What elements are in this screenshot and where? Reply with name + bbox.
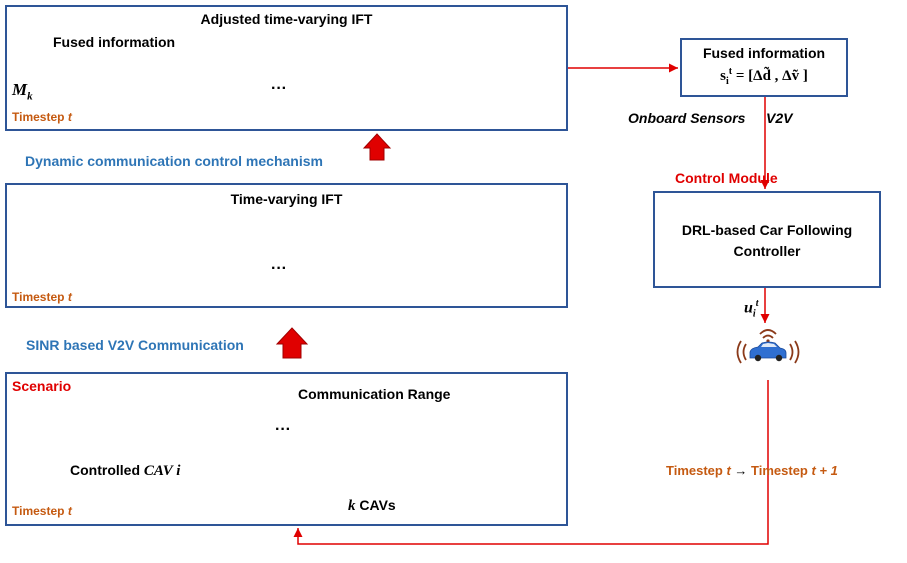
ellipsis-bottom: ··· (275, 421, 291, 438)
onboard-sensors-label: Onboard Sensors (628, 110, 746, 126)
action-symbol: uit (744, 298, 759, 320)
fused-information-box (680, 38, 848, 97)
timestep-transition-label: Timestep t → Timestep t + 1 (666, 463, 838, 478)
car-icon-controlled (736, 329, 800, 364)
timestep-label-mid: Timestep t (12, 290, 72, 304)
controller-line2: Controller (733, 243, 801, 259)
sinr-label: SINR based V2V Communication (26, 337, 244, 353)
fused-box-title: Fused information (702, 45, 826, 61)
scenario-label: Scenario (12, 378, 72, 394)
panel-scenario (5, 372, 568, 526)
k-cavs-label: k CAVs (348, 497, 396, 514)
feedback-loop-arrow (293, 380, 769, 545)
ellipsis-top: ··· (271, 80, 287, 97)
controller-box (653, 191, 881, 288)
controlled-cav-label: Controlled CAV i (70, 462, 181, 479)
controller-line1: DRL-based Car Following (681, 222, 853, 238)
timestep-label-top: Timestep t (12, 110, 72, 124)
panel-title-time-varying: Time-varying IFT (230, 191, 343, 207)
control-module-label: Control Module (675, 170, 778, 186)
up-arrow-icon-2 (275, 327, 309, 359)
input-symbol: Mk (12, 80, 33, 103)
ellipsis-mid: ··· (271, 260, 287, 277)
communication-range-label: Communication Range (298, 386, 451, 402)
mechanism-label: Dynamic communication control mechanism (25, 153, 323, 169)
v2v-label: V2V (766, 110, 793, 126)
fused-information-label: Fused information (53, 34, 176, 50)
panel-adjusted-ift (5, 5, 568, 131)
panel-time-varying-ift (5, 183, 568, 308)
up-arrow-icon-1 (362, 133, 392, 161)
fused-box-formula: sit = [Δd̃ , Δṽ ] (720, 66, 808, 87)
timestep-label-bottom: Timestep t (12, 504, 72, 518)
panel-title-adjusted: Adjusted time-varying IFT (200, 11, 373, 27)
